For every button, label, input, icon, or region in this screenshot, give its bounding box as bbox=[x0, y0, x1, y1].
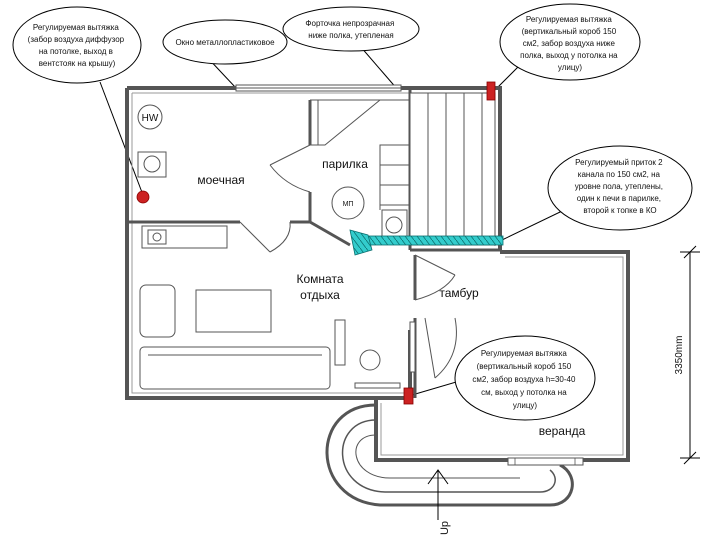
callout-line: Регулируемый приток 2 bbox=[575, 158, 663, 167]
vent-marker-icon bbox=[486, 81, 496, 101]
furniture bbox=[137, 104, 408, 390]
callout-intake: Регулируемый приток 2 канала по 150 см2,… bbox=[547, 145, 693, 231]
drain-icon bbox=[143, 155, 161, 173]
shelves bbox=[309, 92, 496, 246]
callout-line: (забор воздуха диффузор bbox=[28, 35, 125, 44]
room-label-rest-2: отдыха bbox=[300, 288, 340, 302]
svg-text:Окно металлопластиковое: Окно металлопластиковое bbox=[175, 38, 275, 47]
callout-line: Регулируемая вытяжка bbox=[481, 349, 568, 358]
callout-line: Регулируемая вытяжка bbox=[33, 23, 120, 32]
porch-steps bbox=[325, 403, 584, 507]
dimension-line bbox=[680, 245, 700, 465]
callout-line: улицу) bbox=[558, 63, 583, 72]
svg-text:Регулируемая вытяжка (ве: Регулируемая вытяжка (вертикальный короб… bbox=[472, 349, 577, 410]
callout-line: см2, забор воздуха h=30-40 bbox=[472, 375, 576, 384]
callout-line: см, выход у потолка на bbox=[481, 388, 567, 397]
callout-vent-bottom: Регулируемая вытяжка (вертикальный короб… bbox=[454, 335, 596, 421]
callout-line: Регулируемая вытяжка bbox=[526, 15, 613, 24]
callout-line: на потолке, выход в bbox=[39, 47, 113, 56]
room-label-vestibule: тамбур bbox=[439, 286, 479, 300]
stove-label: МП bbox=[343, 201, 354, 208]
window-top bbox=[235, 84, 402, 92]
svg-text:Регулируемая вытяжка (ве: Регулируемая вытяжка (вертикальный короб… bbox=[520, 15, 620, 72]
callout-line: (вертикальный короб 150 bbox=[522, 27, 617, 36]
vent-marker-icon bbox=[136, 190, 150, 204]
callout-window: Окно металлопластиковое bbox=[162, 19, 288, 65]
callout-line: ниже полка, утепленая bbox=[308, 31, 393, 40]
callout-line: Форточка непрозрачная bbox=[305, 19, 394, 28]
doors bbox=[239, 144, 457, 379]
armchair bbox=[139, 284, 176, 338]
dimension-label: 3350mm bbox=[674, 336, 685, 375]
vent-marker-icon bbox=[403, 387, 414, 405]
chair bbox=[359, 349, 381, 371]
intake-duct bbox=[349, 229, 504, 256]
sofa bbox=[139, 346, 331, 390]
svg-text:Регулируемая вытяжка (за: Регулируемая вытяжка (забор воздуха дифф… bbox=[28, 23, 127, 68]
svg-text:Регулируемый приток 2 ка: Регулируемый приток 2 канала по 150 см2,… bbox=[575, 158, 665, 215]
room-label-steam: парилка bbox=[322, 157, 368, 171]
callout-vent-top-right: Регулируемая вытяжка (вертикальный короб… bbox=[499, 3, 641, 81]
callout-vent-window: Форточка непрозрачная ниже полка, утепле… bbox=[282, 6, 420, 52]
room-label-rest: Комната bbox=[297, 272, 344, 286]
callout-line: полка, выход у потолка на bbox=[520, 51, 618, 60]
vent-markers bbox=[136, 81, 496, 405]
sink-icon bbox=[147, 229, 167, 245]
up-label: Up bbox=[439, 521, 451, 535]
callout-line: один к печи в парилке, bbox=[577, 194, 661, 203]
callout-line: улицу) bbox=[513, 401, 538, 410]
up-arrow bbox=[427, 469, 449, 520]
table bbox=[195, 289, 272, 333]
callout-line: (вертикальный короб 150 bbox=[477, 362, 572, 371]
callout-vent-top-left: Регулируемая вытяжка (забор воздуха дифф… bbox=[12, 6, 142, 84]
water-heater-icon bbox=[137, 104, 163, 130]
callout-line: см2, забор воздуха ниже bbox=[523, 39, 616, 48]
stove-icon bbox=[331, 186, 365, 220]
bench-low bbox=[354, 382, 401, 389]
callout-line: Окно металлопластиковое bbox=[175, 38, 275, 47]
callout-line: канала по 150 см2, на bbox=[578, 170, 661, 179]
svg-text:Форточка непрозрачная ни: Форточка непрозрачная ниже полка, утепле… bbox=[305, 19, 396, 40]
room-label-wash: моечная bbox=[197, 173, 244, 187]
callout-line: уровне пола, утеплены, bbox=[575, 182, 663, 191]
room-label-veranda: веранда bbox=[539, 424, 586, 438]
callout-line: второй к топке в КО bbox=[583, 206, 656, 215]
hw-label: HW bbox=[142, 113, 159, 124]
callout-line: вентстояк на крышу) bbox=[39, 59, 116, 68]
bench bbox=[334, 319, 346, 366]
